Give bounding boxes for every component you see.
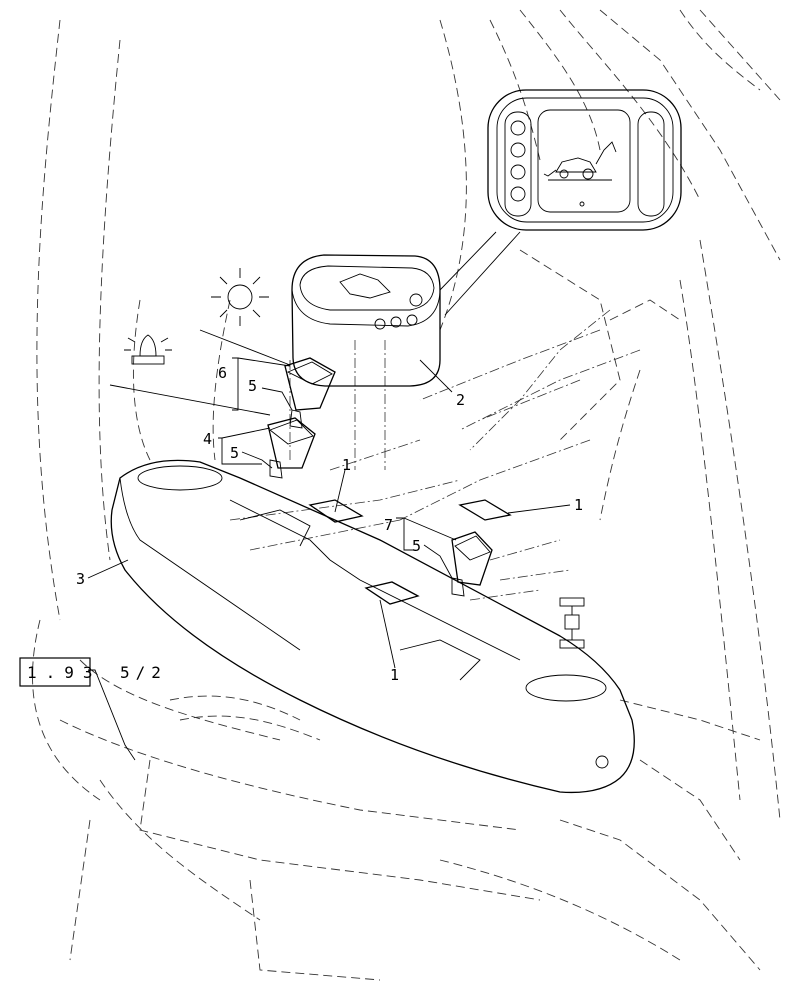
reference-box-text: 1.93 bbox=[27, 663, 102, 682]
callout-3: 3 bbox=[76, 570, 85, 588]
switch-part-6 bbox=[284, 357, 336, 411]
callout-4: 4 bbox=[203, 430, 212, 448]
monitor-detail-view bbox=[439, 89, 682, 316]
callout-5-middle: 5 bbox=[230, 444, 239, 462]
callout-5-right: 5 bbox=[412, 537, 421, 555]
switch-part-7 bbox=[451, 531, 493, 586]
four-wheel-steer-icon bbox=[559, 597, 585, 649]
callout-1-top: 1 bbox=[342, 456, 351, 474]
callout-labels: 1 1 1 2 3 4 5 5 5 6 7 bbox=[76, 364, 583, 684]
projection-lines bbox=[229, 309, 641, 601]
switch-part-4 bbox=[267, 417, 316, 469]
work-light-icon bbox=[211, 268, 269, 326]
callout-1-right: 1 bbox=[574, 496, 583, 514]
reference-box: 1.93 5/2 bbox=[19, 657, 167, 687]
callout-1-bottom: 1 bbox=[390, 666, 399, 684]
callout-leaders bbox=[87, 329, 571, 761]
instrument-panel-part bbox=[291, 254, 441, 387]
reference-suffix-text: 5/2 bbox=[120, 663, 167, 682]
backhoe-display-icon bbox=[543, 141, 617, 181]
callout-5-upper: 5 bbox=[248, 377, 257, 395]
console-part bbox=[110, 459, 635, 794]
cab-background-outline bbox=[32, 9, 781, 981]
blank-cover-parts bbox=[308, 499, 512, 605]
beacon-light-icon bbox=[124, 334, 172, 365]
connector-clips bbox=[269, 409, 465, 597]
callout-6: 6 bbox=[218, 364, 227, 382]
callout-2: 2 bbox=[456, 391, 465, 409]
callout-7: 7 bbox=[384, 516, 393, 534]
